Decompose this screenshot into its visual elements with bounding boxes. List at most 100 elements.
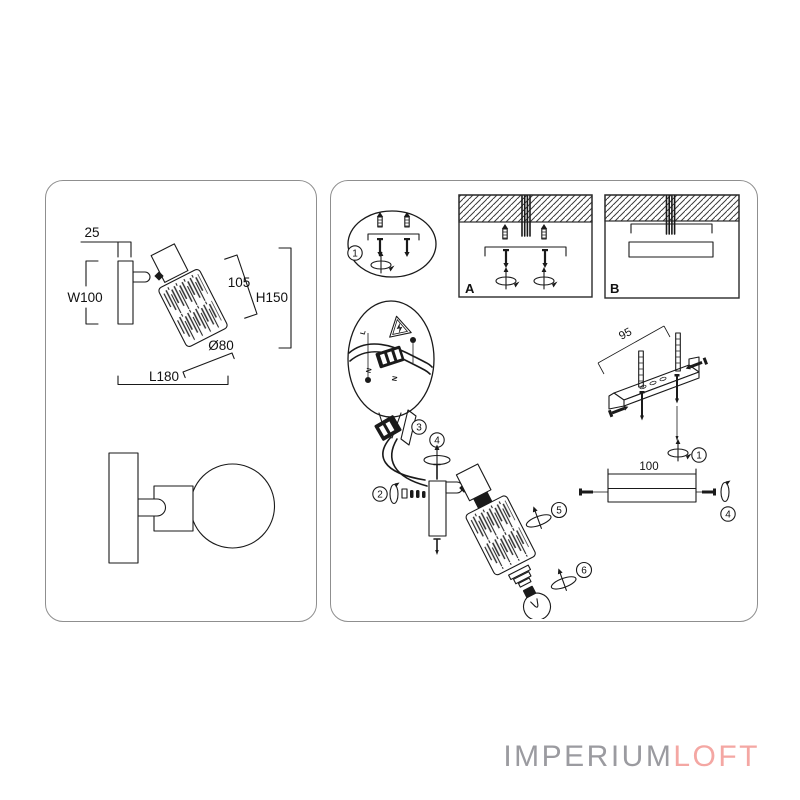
mounting-plate-100: 100 4 [579, 461, 736, 522]
mounting-arm [132, 271, 151, 283]
mount-band-wire [349, 351, 431, 375]
svg-text:4: 4 [725, 510, 731, 521]
screwdriver-icon [495, 266, 521, 290]
screw-icon [416, 490, 420, 498]
screwdriver-icon [533, 266, 559, 290]
anchor-icon [540, 223, 548, 240]
rotate-icon [520, 501, 555, 534]
lamp-body [428, 480, 447, 537]
dim-w100: W100 [67, 260, 103, 325]
installation-panel: 1 A [330, 180, 758, 622]
bracket-hole [639, 384, 647, 390]
screw-icon [404, 238, 410, 257]
anchor-icon [403, 211, 411, 228]
screwdriver-icon [370, 250, 396, 274]
canopy-plate [628, 241, 714, 258]
shade-collar [508, 564, 532, 588]
step-4-badge: 4 [720, 506, 736, 522]
socket-band [473, 491, 493, 509]
side-screw-icon [685, 357, 708, 370]
lamp-shade [465, 495, 536, 576]
wall-plate [117, 260, 134, 325]
lamp-wire [391, 438, 428, 487]
bracket-line [484, 246, 567, 257]
wire-label-neutral: N [366, 367, 374, 374]
step2-group: 2 [372, 481, 426, 505]
side-view-drawing: 25 W100 H150 105 [67, 225, 292, 386]
plate-screw-left [579, 488, 608, 496]
anchor-icon [376, 211, 384, 228]
dim-100-label: 100 [639, 461, 658, 473]
screwdriver-icon [667, 438, 693, 462]
brand-logo: IMPERIUMLOFT [503, 740, 760, 774]
svg-text:1: 1 [352, 249, 358, 260]
side-screw-icon [607, 406, 629, 418]
option-a-label: A [465, 281, 475, 296]
dim-h150: H150 [256, 247, 292, 349]
wire-label-live: L [360, 329, 368, 336]
anchor-icon [675, 332, 681, 372]
screw-icon [542, 249, 548, 268]
svg-text:2: 2 [377, 490, 383, 501]
wire-label-neutral2: N [392, 376, 400, 382]
option-b-label: B [610, 281, 619, 296]
dim-25-label: 25 [84, 225, 99, 240]
terminal-screw [365, 377, 371, 383]
screw-icon [410, 490, 414, 498]
lamp-wire [382, 436, 426, 481]
wall-plate-front [108, 452, 139, 564]
step-1-badge: 1 [347, 245, 363, 261]
anchor-icon [501, 223, 509, 240]
dim-l180: L180 [117, 369, 229, 386]
step6-group: 6 [545, 561, 593, 596]
terminal-plate [400, 409, 417, 446]
step-2-badge: 2 [372, 486, 388, 502]
plate-screw-right [696, 488, 716, 496]
arm-front [137, 498, 166, 517]
dimensions-panel: 25 W100 H150 105 [45, 180, 317, 622]
wires-icon [521, 195, 531, 237]
terminal-block: 3 [374, 409, 427, 446]
rotate-icon [389, 481, 401, 505]
dim-105: 105 [224, 254, 258, 319]
step-3-badge: 3 [411, 419, 427, 435]
screw-icon [422, 491, 426, 498]
dim-h150-label: H150 [256, 290, 288, 305]
washer-icon [401, 488, 408, 499]
front-view-drawing [108, 452, 276, 564]
step5-group: 5 [520, 501, 568, 534]
lamp-shade [158, 268, 228, 348]
dim-95-label: 95 [617, 326, 634, 343]
dimension-drawing: 25 W100 H150 105 [67, 225, 292, 564]
installation-drawing: 1 A [347, 194, 740, 619]
dim-l180-label: L180 [149, 369, 179, 384]
brand-loft: LOFT [673, 740, 760, 773]
step-1-badge: 1 [691, 447, 707, 463]
terminal-screw [410, 337, 416, 343]
svg-text:3: 3 [416, 423, 422, 434]
screw-icon [674, 374, 680, 404]
bottom-screw [433, 538, 441, 555]
svg-text:1: 1 [696, 451, 702, 462]
brand-imperium: IMPERIUM [503, 740, 674, 773]
bracket-hole [649, 380, 657, 386]
ceiling-option-b: B [604, 194, 740, 299]
dim-d80: Ø80 [182, 338, 235, 379]
bracket-line [367, 233, 420, 241]
lamp-body-group: 4 [423, 432, 451, 555]
svg-text:6: 6 [581, 566, 587, 577]
screw-icon [639, 391, 645, 421]
bulb-icon [522, 585, 552, 619]
arrow-down [675, 436, 679, 441]
dim-95-line [597, 325, 671, 375]
dim-25: 25 [80, 225, 132, 258]
rotate-icon [720, 479, 732, 503]
step-6-badge: 6 [575, 561, 593, 579]
screw-icon [503, 249, 509, 268]
dim-105-label: 105 [228, 275, 251, 290]
lamp-head-group [455, 463, 552, 619]
wiring-detail-balloon: L N N [347, 300, 435, 439]
step1-oval: 1 [347, 210, 437, 278]
mounting-bracket-3d: 95 [597, 325, 708, 463]
